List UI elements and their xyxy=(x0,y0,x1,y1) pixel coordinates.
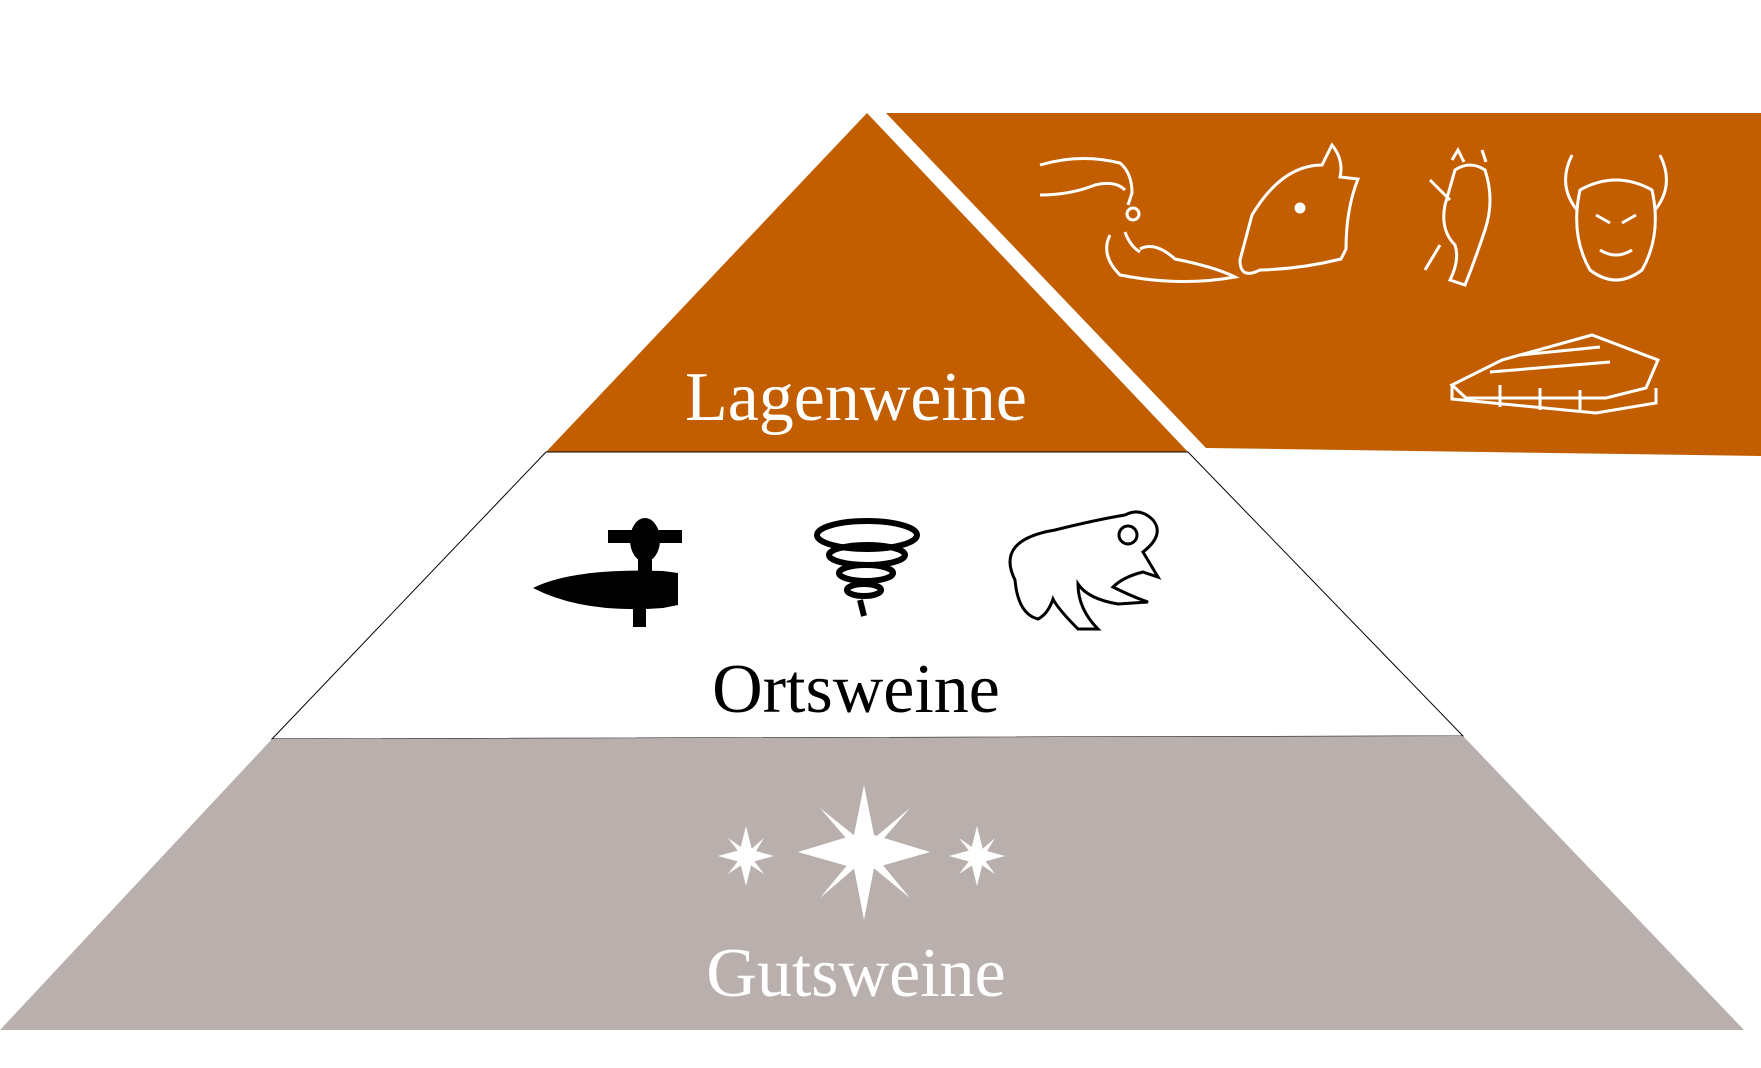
star-small-icon xyxy=(718,826,774,886)
devil-figure-icon xyxy=(1423,146,1492,287)
top-tier xyxy=(546,113,1188,452)
tier-label-lagenweine: Lagenweine xyxy=(685,359,1027,436)
bottom-tier xyxy=(0,736,1744,1030)
tier-label-ortsweine: Ortsweine xyxy=(712,651,1000,728)
tornado-icon xyxy=(814,518,920,617)
tier-label-gutsweine: Gutsweine xyxy=(706,935,1005,1012)
star-small-icon xyxy=(949,826,1005,886)
devil-mask-icon xyxy=(1564,154,1668,282)
gold-bars-icon xyxy=(1449,333,1660,415)
hammer-icon xyxy=(533,518,682,627)
star-large-icon xyxy=(798,785,930,920)
hands-coin-icon xyxy=(1039,157,1240,284)
top-tier-banner xyxy=(886,113,1761,456)
boar-head-icon xyxy=(1238,142,1361,275)
frog-icon xyxy=(1008,510,1162,631)
